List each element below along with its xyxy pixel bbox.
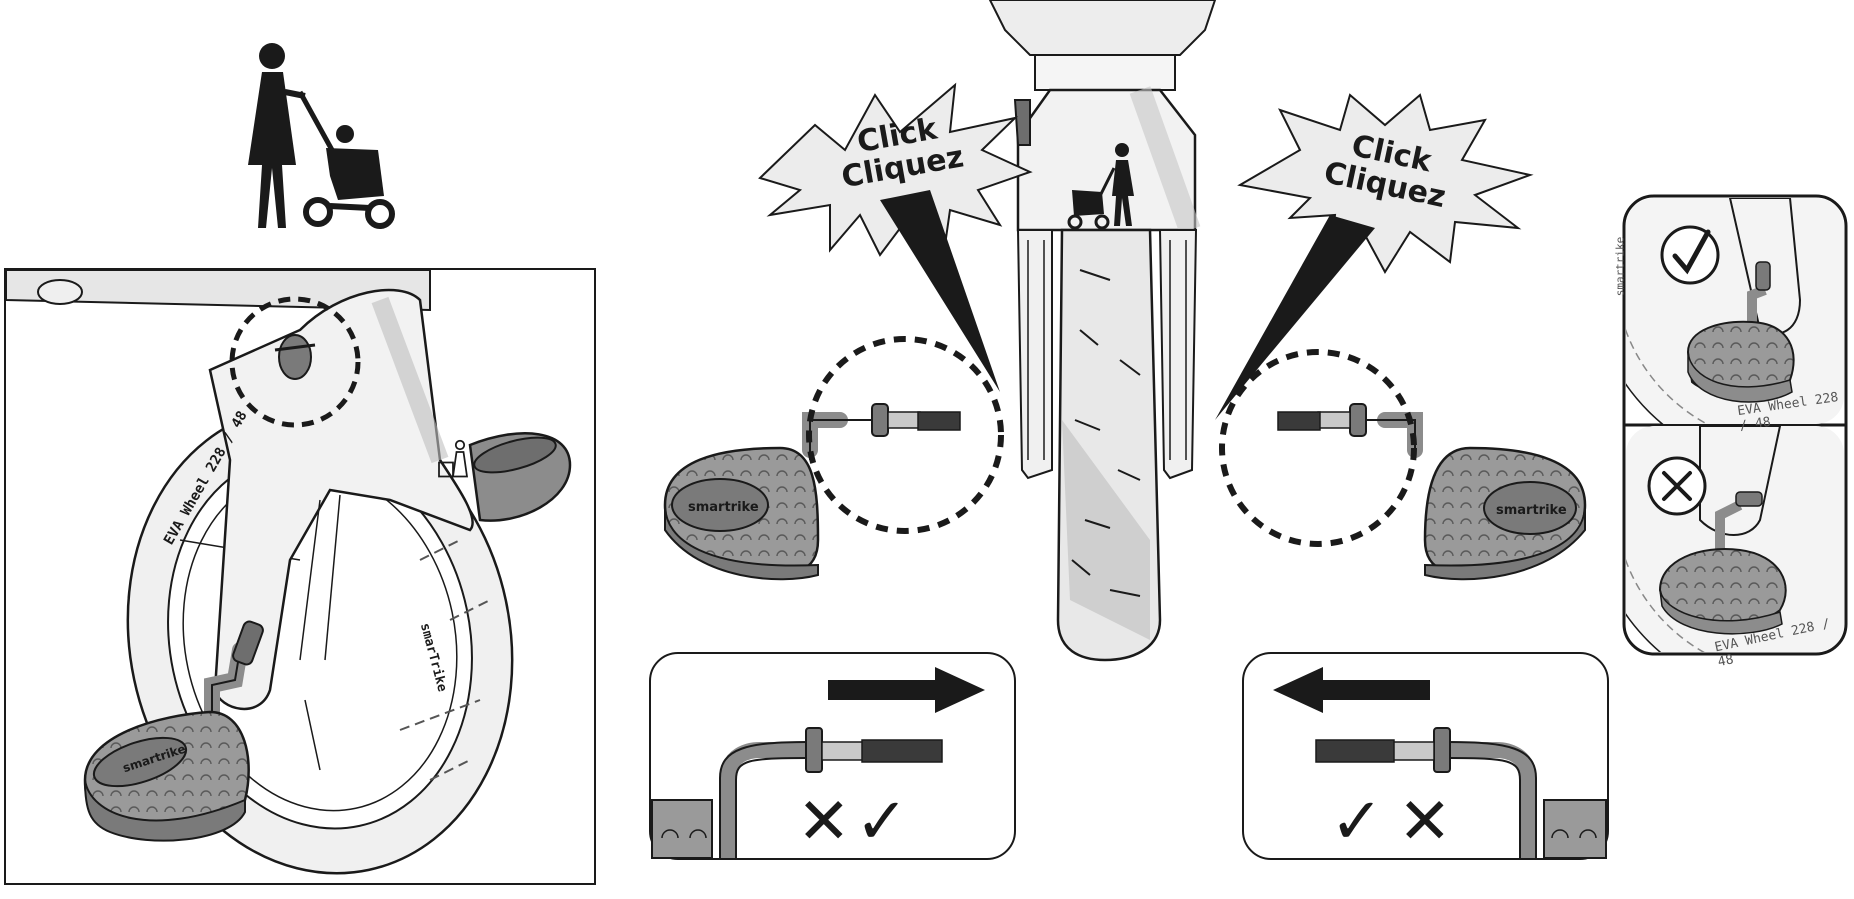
pedal-right	[1219, 349, 1587, 581]
front-fork-drawing	[988, 0, 1217, 662]
instruction-box-left	[649, 652, 1016, 860]
box-right-wrong-mark: ✕	[1398, 785, 1452, 859]
click-burst-left	[758, 82, 1033, 392]
left-detail-drawing	[6, 270, 572, 875]
box-left-wrong-mark: ✕	[797, 785, 851, 859]
arrow-left-icon	[1273, 667, 1430, 713]
instruction-box-right	[1242, 652, 1609, 860]
side-top-side-text: smartrike	[1613, 236, 1627, 297]
pedal-right-brand: smartrike	[1496, 503, 1567, 518]
cross-circle-icon	[1647, 456, 1707, 516]
side-check-panel	[1622, 194, 1848, 656]
parent-pushing-trike-icon	[248, 43, 395, 229]
box-right-right-mark: ✓	[1330, 785, 1384, 859]
click-burst-right	[1215, 93, 1534, 420]
pedal-left	[663, 336, 1004, 581]
check-circle-icon	[1660, 225, 1720, 285]
fork-parent-pushing-trike-icon	[1067, 143, 1134, 230]
box-left-right-mark: ✓	[855, 785, 909, 859]
pedal-left-brand: smartrike	[688, 500, 759, 515]
arrow-right-icon	[828, 667, 985, 713]
